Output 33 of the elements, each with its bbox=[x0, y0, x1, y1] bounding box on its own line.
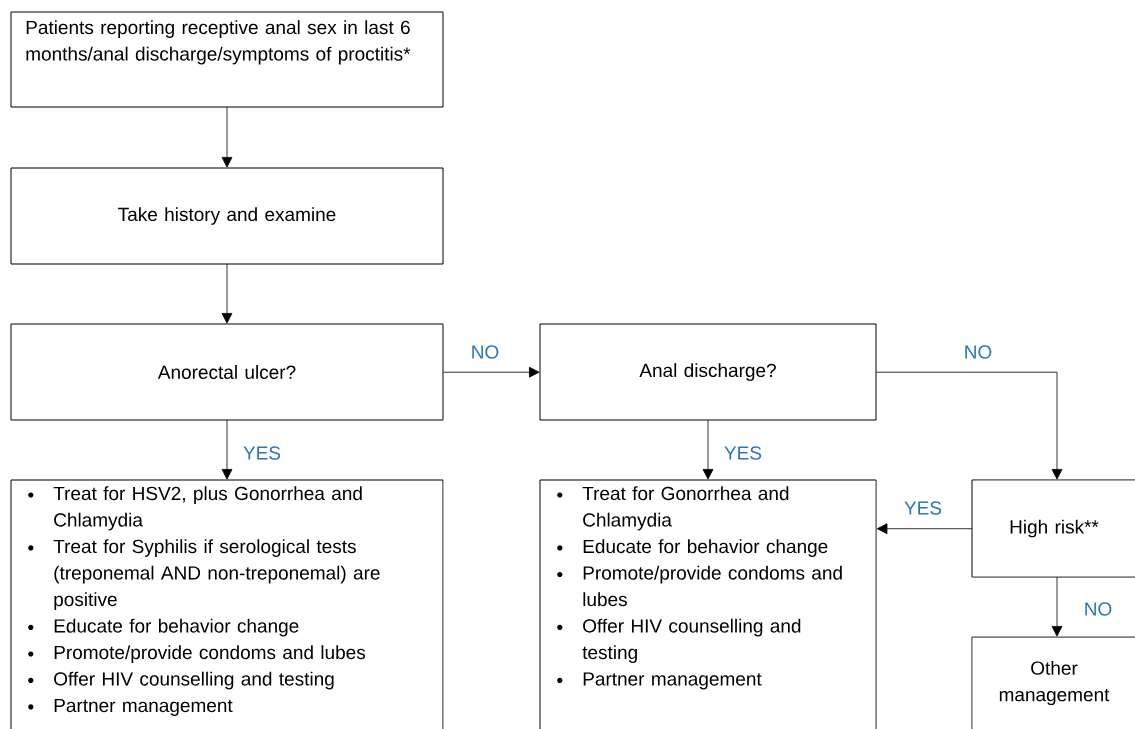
process-box: Anal discharge? bbox=[539, 323, 877, 421]
arrow bbox=[443, 366, 540, 378]
list-item: Promote/provide condoms and lubes bbox=[28, 645, 366, 663]
list-item: Offer HIV counselling and testing bbox=[28, 671, 334, 690]
arrow bbox=[702, 419, 714, 480]
list-item: Partner management bbox=[28, 698, 233, 716]
arrow bbox=[221, 419, 233, 480]
decision-box: Other management bbox=[971, 636, 1135, 729]
list-item: Promote/provide condoms and lubes bbox=[557, 565, 842, 607]
process-box: Anorectal ulcer? bbox=[10, 323, 444, 421]
edge-label: YES bbox=[243, 446, 281, 460]
arrow bbox=[221, 106, 233, 168]
bullet-list-box bbox=[10, 479, 444, 729]
edge-label: NO bbox=[472, 345, 499, 359]
list-item: Offer HIV counselling and testing bbox=[557, 618, 801, 663]
arrow bbox=[876, 371, 1063, 480]
edge-label: YES bbox=[724, 446, 762, 460]
arrow bbox=[876, 523, 973, 535]
edge-label: YES bbox=[904, 501, 942, 515]
list-item: Partner management bbox=[557, 672, 762, 690]
list-item: Educate for behavior change bbox=[557, 539, 828, 557]
arrow bbox=[1051, 576, 1063, 637]
list-item: Educate for behavior change bbox=[28, 618, 299, 637]
edge-label: NO bbox=[965, 345, 992, 359]
list-item: Treat for Syphilis if serological tests (treponemal AND non-treponemal) are positive bbox=[28, 539, 380, 610]
arrow bbox=[221, 263, 233, 324]
bullet-list-box bbox=[539, 479, 877, 729]
list-item: Treat for Gonorrhea and Chlamydia bbox=[557, 486, 789, 531]
process-box: Take history and examine bbox=[10, 167, 444, 265]
list-item: Treat for HSV2, plus Gonorrhea and Chlamydia bbox=[28, 486, 362, 531]
start-box: Patients reporting receptive anal sex in last 6 months/anal discharge/symptoms of proctitis* bbox=[10, 11, 444, 108]
edge-label: NO bbox=[1085, 602, 1112, 616]
decision-box: High risk** bbox=[971, 479, 1135, 578]
